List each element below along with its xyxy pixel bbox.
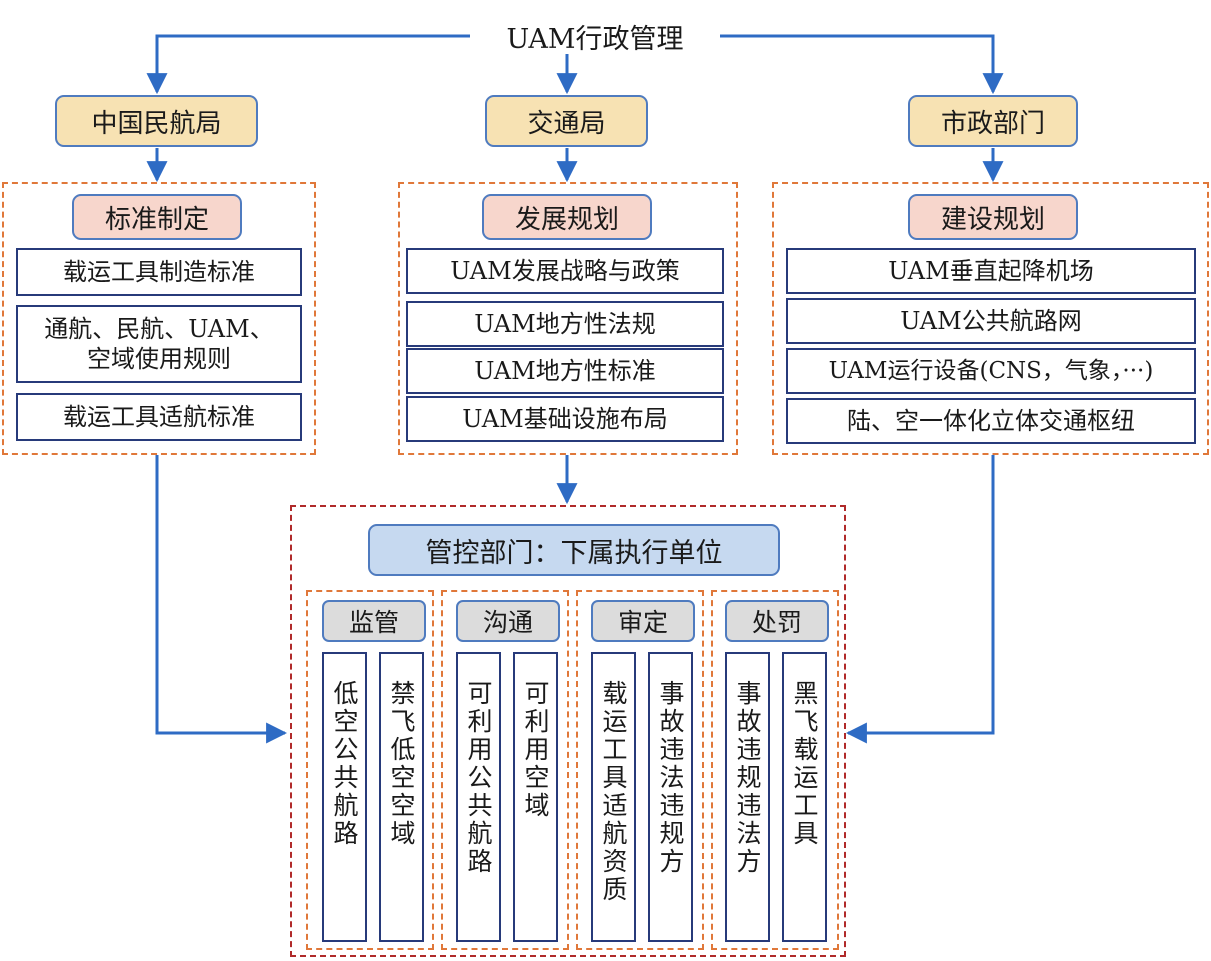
communication-item-airspace-text: 可利用空域 [521,680,550,820]
item-public-route-network: UAM公共航路网 [786,298,1196,344]
group-communication: 沟通 [456,600,560,642]
certification-item-airworthiness: 载运工具适航资质 [591,652,636,942]
function-development-planning: 发展规划 [482,194,652,240]
municipal-dashed-frame [772,182,1209,455]
item-local-regulations: UAM地方性法规 [406,301,724,347]
group-certification-frame [576,590,704,950]
agency-transport-bureau: 交通局 [485,95,648,147]
item-vehicle-manufacturing-standard: 载运工具制造标准 [16,248,302,296]
title-to-municipal-arrow [720,34,1004,95]
agency-municipal-department: 市政部门 [908,95,1078,147]
supervision-item-no-fly-zone: 禁飞低空空域 [379,652,424,942]
group-supervision: 监管 [322,600,426,642]
agency-caac: 中国民航局 [55,95,258,147]
construction-to-control-arrow [845,455,995,744]
certification-item-airworthiness-text: 载运工具适航资质 [599,680,628,904]
diagram-title: UAM行政管理 [470,18,720,55]
item-vertiport: UAM垂直起降机场 [786,248,1196,294]
communication-item-airspace: 可利用空域 [513,652,558,942]
standards-to-control-arrow [155,455,288,744]
communication-item-public-route-text: 可利用公共航路 [464,680,493,876]
group-penalty-frame [711,590,839,950]
item-airspace-use-rules: 通航、民航、UAM、 空域使用规则 [16,305,302,383]
penalty-item-violator-text: 事故违规违法方 [733,680,762,876]
group-penalty: 处罚 [725,600,829,642]
item-airworthiness-standard: 载运工具适航标准 [16,393,302,441]
group-communication-frame [441,590,569,950]
item-airspace-use-rules-line2: 空域使用规则 [87,345,231,373]
function-standards: 标准制定 [72,194,242,240]
item-airspace-use-rules-line1: 通航、民航、UAM、 [44,315,274,343]
communication-item-public-route: 可利用公共航路 [456,652,501,942]
group-certification: 审定 [591,600,695,642]
item-operation-equipment: UAM运行设备(CNS，气象，···) [786,348,1196,394]
certification-item-violator: 事故违法违规方 [648,652,693,942]
control-dashed-frame [290,505,846,957]
transport-dashed-frame [398,182,738,455]
function-construction-planning: 建设规划 [908,194,1078,240]
group-supervision-frame [306,590,434,950]
penalty-item-violator: 事故违规违法方 [725,652,770,942]
title-to-caac-arrow [146,34,470,95]
control-department-title: 管控部门：下属执行单位 [368,524,780,576]
item-development-strategy: UAM发展战略与政策 [406,248,724,294]
caac-dashed-frame [2,182,316,455]
item-local-standards: UAM地方性标准 [406,348,724,394]
supervision-item-no-fly-zone-text: 禁飞低空空域 [387,680,416,848]
certification-item-violator-text: 事故违法违规方 [656,680,685,876]
item-infrastructure-layout: UAM基础设施布局 [406,396,724,442]
penalty-item-illegal-flight-text: 黑飞载运工具 [790,680,819,848]
supervision-item-low-altitude-route-text: 低空公共航路 [330,680,359,848]
penalty-item-illegal-flight: 黑飞载运工具 [782,652,827,942]
supervision-item-low-altitude-route: 低空公共航路 [322,652,367,942]
item-integrated-hub: 陆、空一体化立体交通枢纽 [786,398,1196,444]
